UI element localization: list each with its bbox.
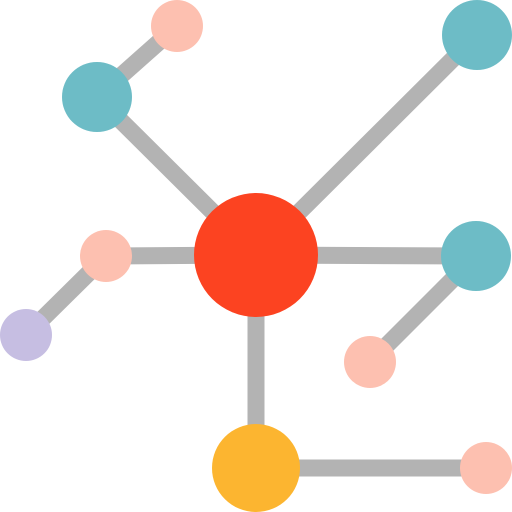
node-hub bbox=[194, 193, 318, 317]
node-pink-top-left bbox=[151, 0, 203, 52]
node-teal-upper-left bbox=[62, 62, 132, 132]
node-pink-left bbox=[80, 230, 132, 282]
node-teal-top-right bbox=[442, 0, 512, 70]
node-pink-bottom-right bbox=[460, 442, 512, 494]
node-lavender-far-left bbox=[0, 309, 52, 361]
node-teal-right bbox=[441, 221, 511, 291]
node-pink-lower-right bbox=[344, 336, 396, 388]
node-yellow-bottom bbox=[212, 424, 300, 512]
